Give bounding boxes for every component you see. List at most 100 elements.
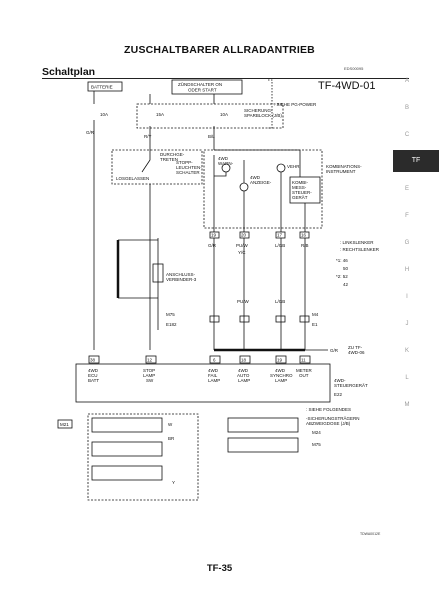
page-code: EDS00095 (344, 66, 364, 71)
unit-label-4: GERÄT (292, 194, 308, 200)
ind-lamp-label-2: ANZEIGE- (250, 180, 272, 185)
side-index-j[interactable]: J (405, 321, 409, 327)
diagram-id: TF-4WD-01 (318, 80, 376, 92)
drawing-code: TDWA0012E (360, 532, 381, 536)
bot-6-2: OUT (299, 373, 309, 378)
stop-lamp-switch-frame (111, 149, 203, 185)
side-index-k[interactable]: K (404, 348, 409, 354)
ignition-label-2: ODER START (188, 88, 217, 93)
bot-1-2: ECU (88, 373, 98, 378)
tag-m75b: M75 (312, 442, 321, 447)
side-index-m[interactable]: M (404, 402, 410, 408)
bot-4-2: AUTO (237, 373, 250, 378)
header-rule (42, 78, 409, 79)
side-index-g[interactable]: G (404, 240, 410, 246)
see-next-1: : SIEHE FOLGENDES (306, 407, 351, 412)
side-index-a[interactable]: A (404, 78, 409, 84)
bot-5-3: LAMP (275, 378, 287, 383)
pin-16: 16 (301, 233, 307, 238)
wire-rb: R/B (301, 243, 309, 248)
wire-puw-2: PU/W (237, 299, 250, 304)
section-tab-tf[interactable]: TF (393, 150, 439, 172)
wire-puw: PU/W (236, 243, 249, 248)
pin-17: 17 (277, 233, 283, 238)
combi-label-2: INSTRUMENT (326, 169, 356, 174)
stop-switch-2: LEUCHTEN- (176, 165, 202, 170)
ignition-label-1: ZÜNDSCHALTER ON (178, 81, 222, 87)
unit-label-3: STEUER- (292, 190, 312, 195)
lhd-label: : LINKSLENKER (340, 240, 374, 245)
pinmap-1: *1: 46 (336, 258, 348, 263)
bot-3-3: LAMP (208, 378, 220, 383)
fuse1-amp: 10A (100, 112, 108, 117)
fail-lamp-label-1: 4WD (218, 156, 229, 161)
vehr-label: VEHR (287, 164, 300, 169)
conn-w: W (168, 422, 173, 427)
tag-e1: E1 (312, 322, 318, 327)
side-index-f[interactable]: F (405, 213, 409, 219)
wire-ry: R/Y (144, 134, 152, 139)
bot-6-1: METER (296, 368, 313, 373)
bot-pin-2: 12 (147, 358, 153, 363)
released: LOSGELASSEN (116, 176, 149, 181)
side-index-h[interactable]: H (404, 267, 410, 273)
bot-2-1: STOP (143, 368, 155, 373)
wire-yc: Y/C (238, 250, 246, 255)
bot-4-3: LAMP (238, 378, 250, 383)
bot-4-1: 4WD (238, 368, 249, 373)
bot-2-2: LAMP (143, 373, 155, 378)
side-index-i[interactable]: I (406, 294, 408, 300)
ecu-box (75, 363, 331, 403)
tag-m75: M75 (166, 312, 175, 317)
section-title: Schaltplan (42, 66, 96, 78)
see-next-3: ABZWEIGDOSE (J/B) (306, 421, 351, 426)
fusebox-label-1: SICHERUNG- (244, 108, 273, 113)
bot-pin-4: 18 (241, 358, 247, 363)
pinmap-2: 50 (343, 266, 349, 271)
fuse2-amp: 15A (156, 112, 164, 117)
pin-19: 19 (211, 233, 217, 238)
bot-pin-3: 6 (213, 358, 216, 363)
fusebox-label-2: SPARBLOCK (J/B) (244, 113, 282, 118)
conn-br: BR (168, 436, 175, 441)
pg-ref: : SIEHE PG-POWER (274, 102, 317, 107)
tag-e22: E22 (334, 392, 343, 397)
pinmap-3: *2: 52 (336, 274, 348, 279)
conn-y: Y (172, 480, 175, 485)
fail-lamp-label-2: WARN- (218, 161, 234, 166)
battery-box (87, 81, 123, 92)
bot-5-2: SYNCHRO (270, 373, 293, 378)
bot-1-1: 4WD (88, 368, 99, 373)
bot-5-1: 4WD (275, 368, 286, 373)
unit-label-2: MESS- (292, 185, 307, 190)
tag-m24b: M24 (312, 430, 321, 435)
bot-pin-5: 19 (277, 358, 283, 363)
gr-to: G/R (330, 348, 339, 353)
unit-label-1: KOMBI- (292, 180, 309, 185)
side-index-l[interactable]: L (405, 375, 409, 381)
tag-m21: M21 (60, 422, 69, 427)
rhd-label: : RECHTSLENKER (340, 247, 380, 252)
depressed-1: DURCHGE- (160, 152, 185, 157)
connector3-1: ANSCHLUSS- (166, 272, 196, 277)
connector-panel (87, 413, 199, 501)
vehr-lamp (276, 163, 286, 173)
to-tf-2: 4WD-06 (348, 350, 365, 355)
side-index-c[interactable]: C (404, 132, 410, 138)
see-next-2: -SICHERUNGSTRÄGERN (306, 415, 360, 421)
fusebox-frame (136, 103, 284, 129)
wire-gr: G/R (86, 130, 95, 135)
page-number: TF-35 (206, 563, 233, 574)
wire-lgb-2: L/GB (275, 299, 285, 304)
tag-m4: M4 (312, 312, 319, 317)
to-tf-1: ZU TF- (348, 345, 363, 350)
auto-lamp (239, 182, 249, 192)
side-index-b[interactable]: B (404, 105, 409, 111)
ignition-box (171, 79, 243, 95)
bot-pin-1: 38 (90, 358, 96, 363)
combi-label-1: KOMBINATIONS- (326, 164, 362, 169)
side-index-e[interactable]: E (404, 186, 409, 192)
bot-3-1: 4WD (208, 368, 219, 373)
wire-lgb: L/GB (275, 243, 285, 248)
